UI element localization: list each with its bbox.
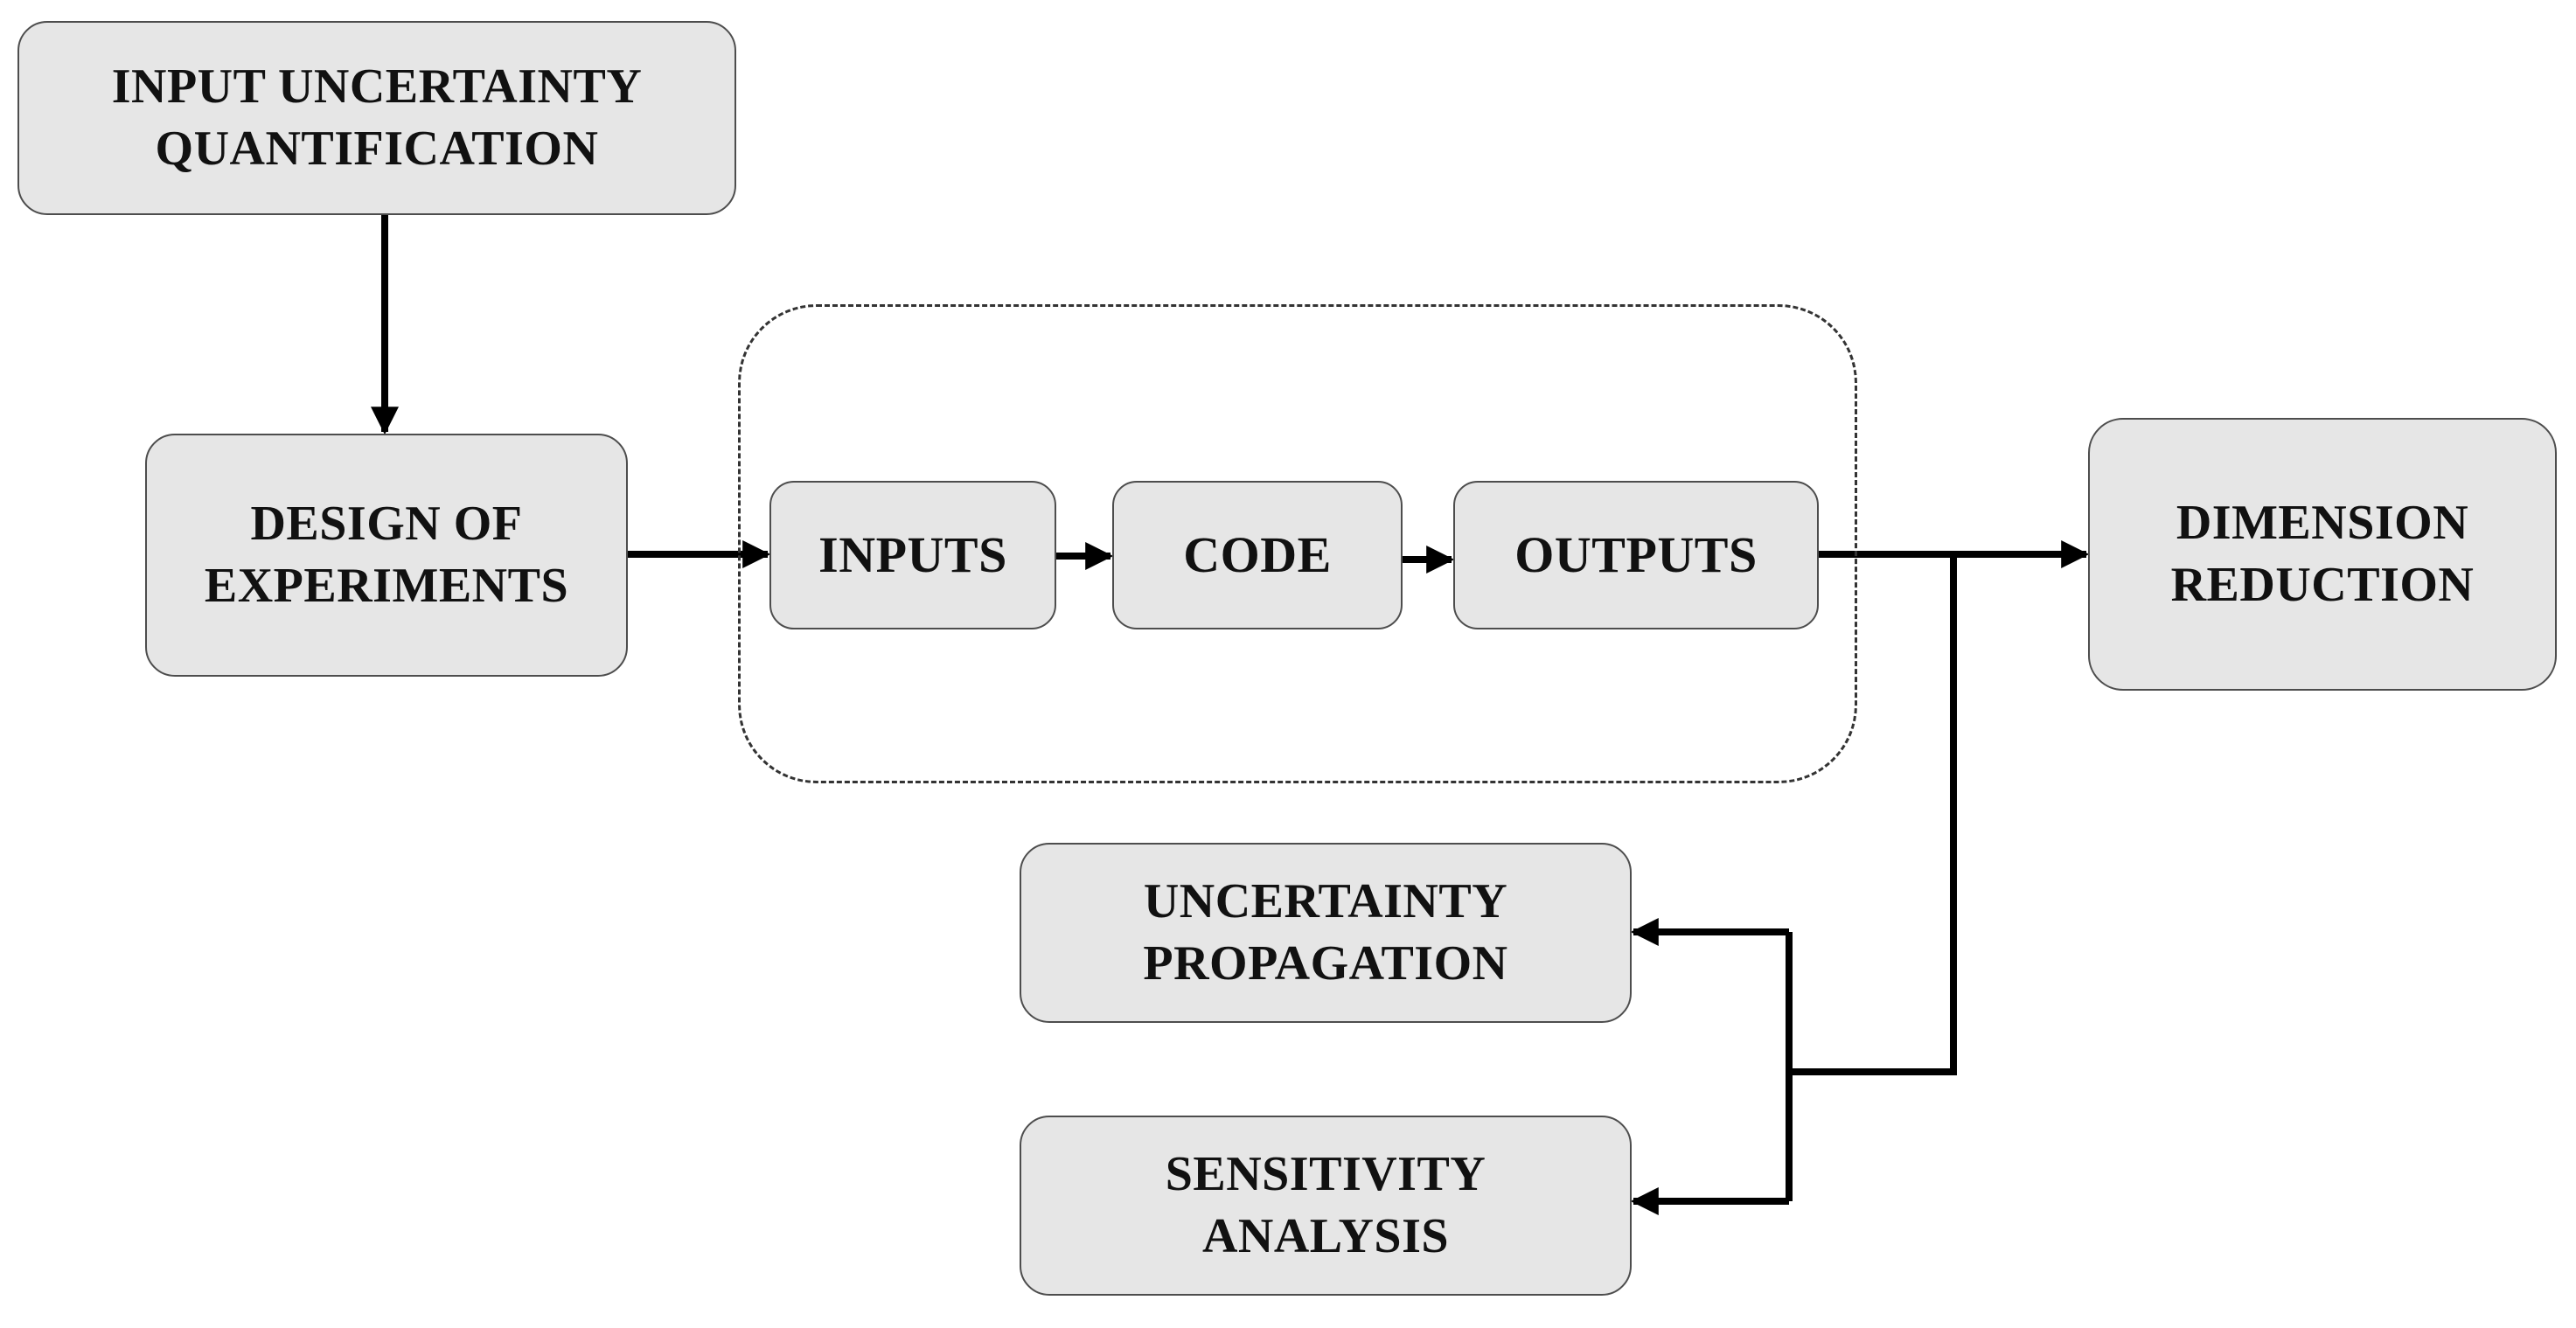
node-inputs: INPUTS [769, 481, 1056, 629]
node-label-line: PROPAGATION [1143, 936, 1508, 991]
node-label-line: INPUT UNCERTAINTY [111, 59, 643, 115]
node-label: CODE [1183, 526, 1332, 584]
node-sensitivity-analysis: SENSITIVITY ANALYSIS [1020, 1116, 1632, 1296]
node-label-line: REDUCTION [2170, 558, 2475, 612]
node-code: CODE [1112, 481, 1403, 629]
node-label: OUTPUTS [1514, 526, 1758, 584]
node-dimension-reduction: DIMENSION REDUCTION [2088, 418, 2557, 691]
node-outputs: OUTPUTS [1453, 481, 1819, 629]
node-label-line: SENSITIVITY [1165, 1147, 1486, 1202]
node-label-line: ANALYSIS [1201, 1209, 1450, 1263]
node-label-line: QUANTIFICATION [155, 122, 599, 176]
node-design-of-experiments: DESIGN OF EXPERIMENTS [145, 434, 628, 677]
node-label: INPUTS [818, 526, 1007, 584]
node-label-line: EXPERIMENTS [204, 559, 569, 613]
simulation-group-boundary [738, 304, 1857, 783]
node-label-line: DESIGN OF [250, 497, 523, 552]
node-uncertainty-propagation: UNCERTAINTY PROPAGATION [1020, 843, 1632, 1023]
connector-outputs-branch-down [1793, 554, 1957, 1075]
node-label-line: DIMENSION [2176, 496, 2469, 551]
node-input-uncertainty-quantification: INPUT UNCERTAINTY QUANTIFICATION [17, 21, 736, 215]
node-label-line: UNCERTAINTY [1143, 874, 1508, 929]
